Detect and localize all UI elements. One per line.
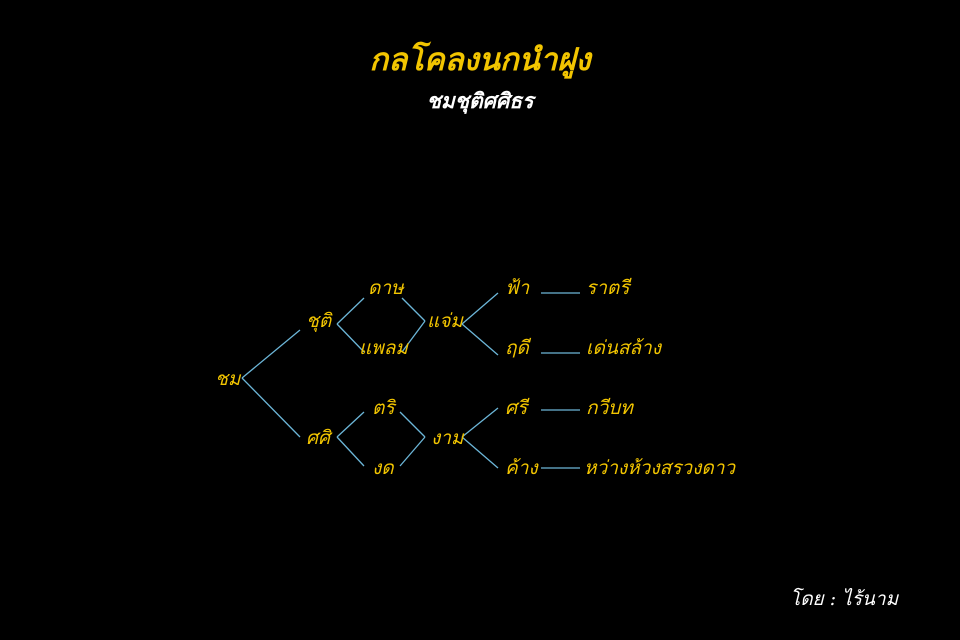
- level2-node: แพลม: [359, 337, 408, 359]
- branch-node: ศศิ: [306, 427, 331, 449]
- connector-line: [399, 411, 426, 438]
- hub-node: งาม: [431, 427, 464, 449]
- leaf-node: ฟ้า: [505, 277, 530, 299]
- author-credit: โดย : ไร้นาม: [790, 588, 899, 610]
- connector-line: [401, 320, 426, 353]
- connector-line: [401, 297, 426, 322]
- hub-node: แจ่ม: [427, 310, 463, 332]
- ending-node: เด่นสล้าง: [586, 337, 662, 359]
- ending-node: หว่างห้วงสรวงดาว: [584, 457, 736, 479]
- branch-node: ชุติ: [306, 310, 332, 332]
- connector-line: [461, 292, 499, 325]
- connector-line: [241, 377, 301, 438]
- connector-line: [461, 436, 499, 469]
- connector-line: [336, 323, 365, 353]
- connector-line: [336, 436, 365, 467]
- root-node: ชม: [215, 368, 241, 390]
- connector-line: [461, 323, 499, 356]
- connector-line: [336, 297, 365, 325]
- poem-title: กลโคลงนกนำฝูง: [369, 42, 591, 78]
- leaf-node: ค้าง: [505, 457, 538, 479]
- connector-line: [241, 329, 301, 379]
- level2-node: ตริ: [372, 397, 395, 419]
- leaf-node: ศรี: [505, 397, 528, 419]
- connector-line: [399, 436, 426, 467]
- leaf-node: ฤดี: [505, 337, 529, 359]
- connector-line: [336, 411, 365, 438]
- level2-node: ดาษ: [368, 277, 404, 299]
- level2-node: งด: [372, 457, 394, 479]
- ending-node: กวีบท: [586, 397, 633, 419]
- poem-subtitle: ชมชุติศศิธร: [426, 88, 534, 113]
- connector-line: [461, 407, 499, 438]
- ending-node: ราตรี: [586, 277, 630, 299]
